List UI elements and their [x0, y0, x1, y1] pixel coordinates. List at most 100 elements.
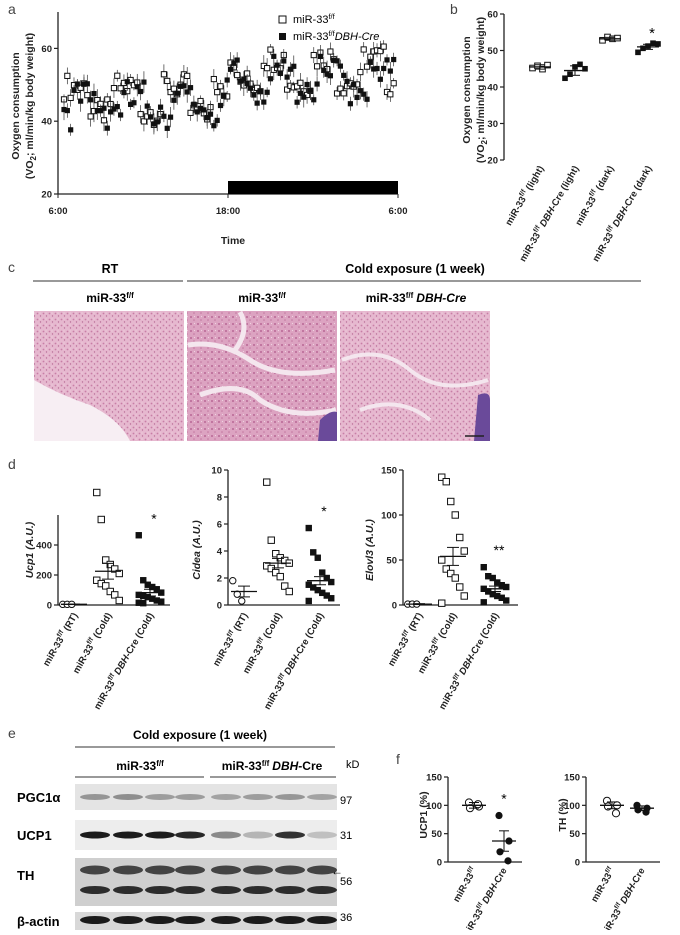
series-point [387, 68, 393, 74]
series-point [334, 58, 340, 64]
blot-band [113, 831, 143, 839]
expression-point [503, 583, 510, 591]
quant-point [504, 857, 512, 865]
series-point [277, 70, 284, 76]
panel-d-ylabel-elovl3: Elovl3 (A.U.) [364, 519, 376, 581]
expression-point [451, 511, 459, 519]
series-point [224, 77, 230, 83]
expression-point [460, 592, 468, 600]
panel-d-Cidea-ytick-label: 0 [217, 601, 222, 612]
expression-point [328, 595, 335, 602]
panel-e-western: Cold exposure (1 week) miR-33f/f miR-33f… [17, 728, 360, 930]
panel-f-0-ytick-label: 100 [426, 801, 442, 812]
panel-label-f: f [396, 751, 400, 767]
label-base: miR-33 [211, 635, 236, 668]
series-point [231, 60, 237, 66]
panel-f-1-ytick-label: 100 [564, 801, 580, 812]
series-point [177, 83, 184, 89]
series-point [384, 57, 390, 63]
legend-entry-1: miR-33f/f [293, 12, 336, 26]
blot-band [80, 794, 110, 800]
series-point [241, 76, 247, 82]
panel-d-Cidea-ytick-label: 6 [217, 520, 222, 531]
blot-band [80, 916, 110, 924]
series-point [317, 53, 324, 60]
series-point [118, 112, 124, 118]
blot-band [80, 831, 110, 839]
histology-bg-1 [34, 380, 130, 441]
row-label-th: TH [17, 868, 34, 883]
expression-point [144, 593, 151, 601]
blot-band [211, 831, 241, 839]
panel-f-1-ytick-label: 150 [564, 773, 580, 784]
panel-b-chart: Oxygen consumption (VO2; ml/min/kg body … [461, 10, 661, 264]
series-point [227, 66, 234, 72]
series-point [214, 89, 221, 96]
label-post: -Cre (dark) [621, 164, 655, 211]
expression-point [135, 599, 142, 606]
series-point [141, 79, 147, 85]
series-point [274, 62, 280, 68]
blot-band [145, 916, 175, 924]
expression-point [438, 599, 446, 607]
series-point [374, 65, 380, 72]
label-sup: f/f [256, 636, 266, 646]
series-point [144, 103, 150, 109]
series-point [264, 65, 271, 72]
expression-point [238, 597, 246, 605]
label-post: (Cold) [260, 611, 285, 643]
series-point [341, 72, 347, 78]
label-base: miR-33 [241, 643, 266, 676]
panel-d-Elovl3-ytick-label: 50 [386, 556, 397, 567]
label-post: (RT) [60, 611, 80, 635]
series-point [61, 106, 67, 113]
series-point [187, 109, 194, 116]
quant-point [496, 848, 504, 856]
panel-b-ylabel-line2: (VO2; ml/min/kg body weight) [475, 17, 489, 163]
group-point [640, 45, 646, 52]
expression-point [480, 564, 487, 571]
label-sup: f/f [475, 901, 485, 911]
series-point [310, 51, 317, 59]
series-point [157, 104, 164, 110]
series-point [357, 88, 363, 94]
panel-a-ylabel-line1: Oxygen consumption [10, 52, 22, 159]
expression-point [115, 596, 123, 605]
panel-f-0-ytick-label: 50 [431, 829, 442, 840]
blot-th [75, 858, 337, 906]
series-point [87, 113, 94, 120]
label-base: miR-33 [262, 679, 287, 712]
series-point [81, 81, 87, 87]
series-point [114, 72, 121, 79]
expression-point [328, 578, 335, 586]
expression-point [93, 488, 101, 497]
series-point [254, 100, 260, 106]
group-point [582, 65, 588, 72]
label-sup: f/f [604, 865, 614, 875]
row-label-actin: β-actin [17, 914, 60, 929]
panel-d-category-label: miR-33f/f (RT) [40, 611, 80, 669]
series-point [71, 87, 77, 93]
label-sup: f/f [518, 188, 528, 198]
quant-point [611, 809, 621, 818]
series-point [134, 84, 140, 90]
blot-band [145, 886, 175, 894]
series-point [74, 81, 80, 87]
significance-marker: * [321, 503, 327, 519]
series-point [371, 66, 377, 72]
expression-point [106, 560, 114, 569]
panel-d-ylabel-ucp1: Ucp1 (A.U.) [24, 521, 36, 578]
series-point [340, 90, 347, 97]
series-point [84, 81, 90, 87]
row-label-pgc1a: PGC1α [17, 790, 60, 805]
series-point [261, 99, 267, 105]
series-point [361, 91, 367, 97]
series-point [210, 75, 217, 83]
blot-band [145, 831, 175, 839]
panel-d-Ucp1-ytick-label: 400 [36, 541, 52, 552]
blot-band [113, 794, 143, 800]
panel-a-xtick-label: 6:00 [388, 206, 407, 217]
th-arrow: ← [331, 864, 343, 878]
dark-period-bar [228, 181, 398, 194]
label-base: miR-33 [41, 635, 66, 668]
